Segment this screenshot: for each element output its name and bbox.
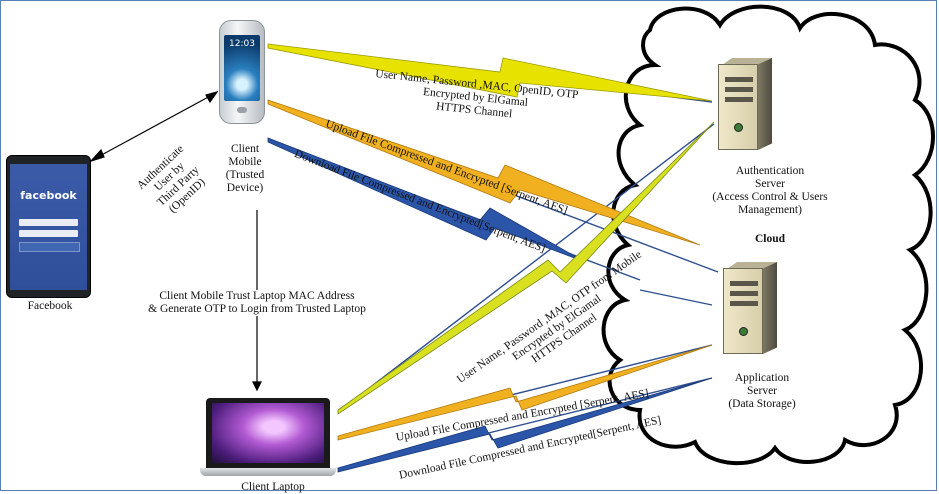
mobile-download-bolt	[267, 137, 586, 263]
client-mobile-label: Client Mobile (Trusted Device)	[225, 143, 265, 194]
client-laptop-image	[200, 398, 336, 478]
phone-clock: 12:03	[229, 39, 255, 49]
laptop-auth-bolt	[337, 121, 715, 415]
application-server-icon	[723, 262, 777, 354]
cloud-shape	[601, 4, 935, 466]
application-server-label: Application Server (Data Storage)	[728, 372, 796, 410]
authentication-server-icon	[718, 58, 772, 150]
openid-arrow	[89, 90, 219, 163]
laptop-auth-line	[337, 123, 715, 413]
laptop-download-bolt	[337, 377, 713, 473]
mobile-auth-bolt	[267, 43, 713, 102]
mobile-upload-bolt	[267, 99, 701, 246]
facebook-login-screen: facebook	[10, 164, 87, 290]
facebook-phone-image: facebook	[6, 155, 91, 298]
client-mobile-phone-image: 12:03	[219, 20, 265, 124]
laptop-upload-bolt	[337, 344, 713, 441]
facebook-login-button	[19, 242, 80, 252]
cloud-label: Cloud	[754, 233, 786, 245]
trust-laptop-label: Client Mobile Trust Laptop MAC Address &…	[142, 290, 372, 316]
phone-home-button	[237, 107, 247, 113]
client-laptop-label: Client Laptop	[241, 481, 305, 493]
server-link-line	[639, 289, 713, 306]
authentication-server-label: Authentication Server (Access Control & …	[712, 165, 828, 216]
facebook-logo: facebook	[20, 189, 77, 202]
facebook-username-field	[19, 219, 78, 226]
facebook-password-field	[19, 230, 78, 237]
facebook-label: Facebook	[27, 300, 73, 312]
